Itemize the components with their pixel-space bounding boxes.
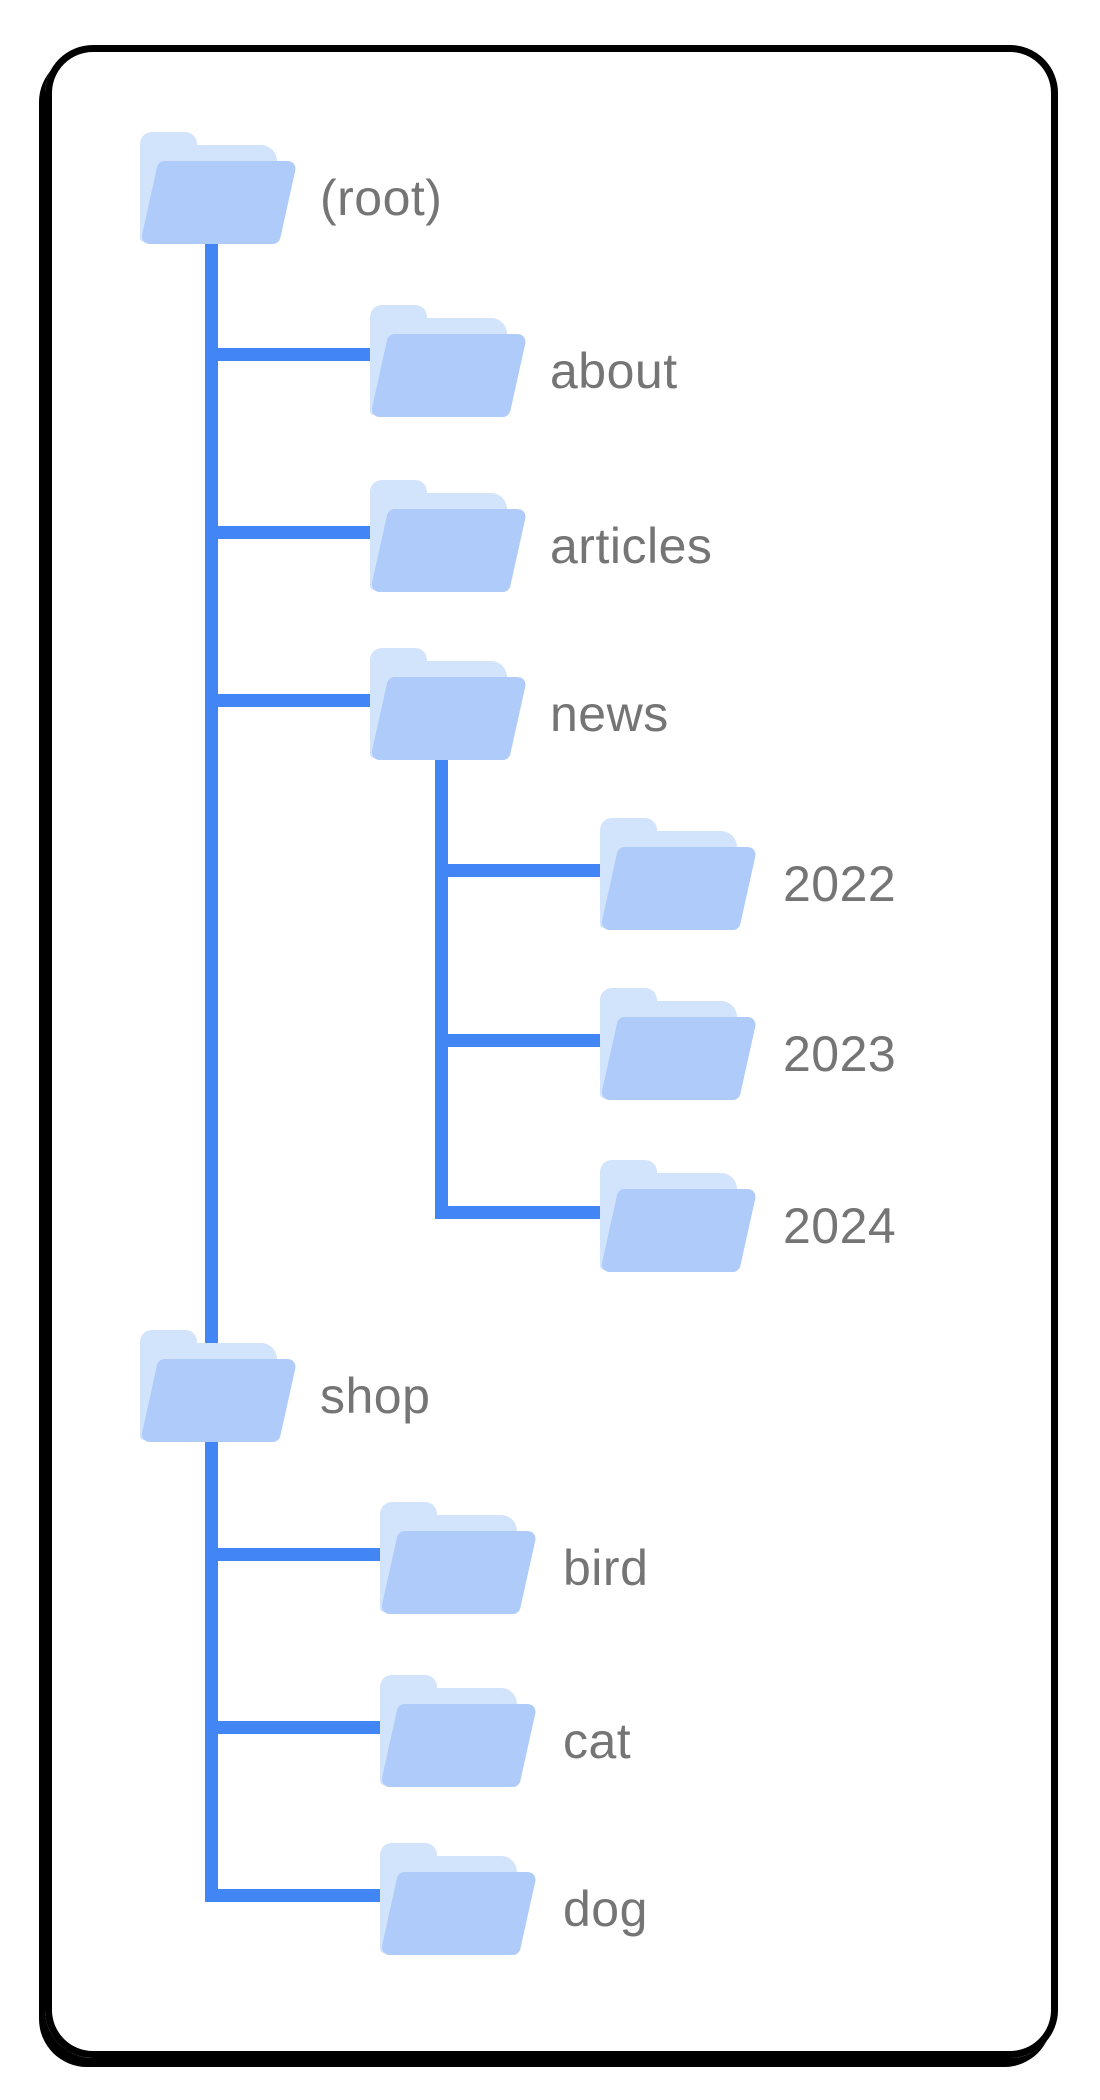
diagram-frame [45,45,1058,2058]
folder-icon-dog [380,1843,538,1955]
folder-icon-root [140,132,298,244]
connector-branch-2023 [435,1034,612,1047]
folder-label-bird: bird [563,1540,649,1596]
folder-front [380,1531,538,1614]
folder-icon-about [370,305,528,417]
folder-label-2023: 2023 [783,1026,897,1082]
folder-front [600,1017,758,1100]
folder-front [370,509,528,592]
folder-label-articles: articles [550,518,713,574]
folder-icon-2023 [600,988,758,1100]
connector-branch-articles [205,526,383,539]
folder-front [380,1872,538,1955]
folder-label-root: (root) [320,170,443,226]
folder-icon-news [370,648,528,760]
connector-branch-cat [205,1721,390,1734]
folder-front [140,161,298,244]
folder-label-2022: 2022 [783,856,897,912]
folder-front [370,677,528,760]
folder-icon-shop [140,1330,298,1442]
folder-front [600,1189,758,1272]
folder-icon-2022 [600,818,758,930]
folder-icon-cat [380,1675,538,1787]
folder-front [140,1359,298,1442]
folder-label-dog: dog [563,1881,648,1937]
folder-front [600,847,758,930]
folder-label-news: news [550,686,669,742]
folder-icon-articles [370,480,528,592]
folder-label-cat: cat [563,1713,632,1769]
connector-branch-news [205,694,383,707]
folder-label-2024: 2024 [783,1198,897,1254]
folder-label-about: about [550,343,678,399]
connector-news-trunk [435,750,448,1219]
connector-branch-bird [205,1548,390,1561]
connector-branch-2024 [435,1206,612,1219]
connector-root-trunk [205,240,218,1902]
connector-branch-about [205,348,383,361]
folder-icon-bird [380,1502,538,1614]
folder-label-shop: shop [320,1368,431,1424]
folder-icon-2024 [600,1160,758,1272]
connector-branch-2022 [435,864,612,877]
folder-front [380,1704,538,1787]
folder-front [370,334,528,417]
connector-branch-dog [205,1889,390,1902]
